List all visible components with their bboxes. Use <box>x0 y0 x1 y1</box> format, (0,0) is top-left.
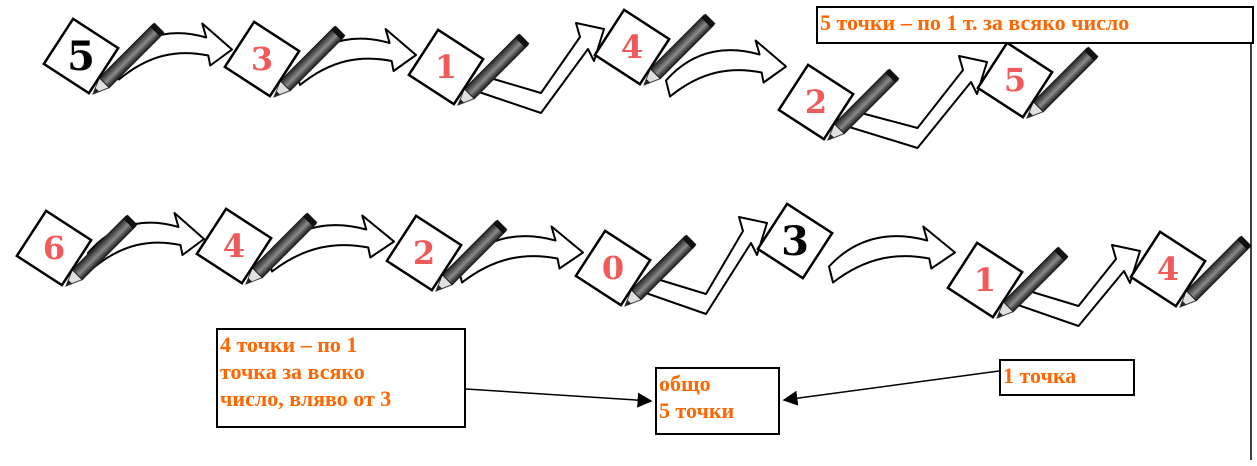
total-line-2: 5 точки <box>659 398 735 423</box>
row1-points-text: 5 точки – по 1 т. за всяко число <box>820 10 1130 35</box>
number-box-layer: 5 3 1 4 2 5 6 4 2 0 3 1 4 <box>15 8 1207 319</box>
diamond-box <box>593 8 671 86</box>
written-number: 4 <box>621 28 643 66</box>
curved-arrow-icon <box>828 225 956 284</box>
row2-box-3: 2 <box>385 214 463 292</box>
row2-box-2: 4 <box>195 207 273 285</box>
row1-box-3: 1 <box>407 28 485 106</box>
right-points-note: 1 точка <box>999 359 1135 396</box>
written-number: 3 <box>251 40 273 78</box>
diamond-box <box>195 207 273 285</box>
bent-arrow-icon <box>642 216 768 315</box>
row1-box-5: 2 <box>777 63 855 141</box>
written-number: 4 <box>223 227 245 265</box>
callout-link-layer <box>465 44 1252 460</box>
diamond-box <box>223 20 301 98</box>
diamond-box <box>976 41 1054 119</box>
right-points-text: 1 точка <box>1003 363 1077 388</box>
written-number: 4 <box>1157 250 1179 288</box>
bent-arrow-icon <box>1014 244 1141 327</box>
row2-box-6: 1 <box>946 241 1024 319</box>
left-points-line-1: 4 точки – по 1 <box>220 332 358 357</box>
diamond-box <box>777 63 855 141</box>
diamond-box <box>385 214 463 292</box>
row1-box-1: 5 <box>42 17 120 95</box>
diamond-box <box>756 202 834 280</box>
diamond-box <box>15 209 93 287</box>
written-number: 5 <box>1004 61 1026 99</box>
given-number: 5 <box>67 33 95 80</box>
diamond-box <box>946 241 1024 319</box>
bent-arrow-icon <box>475 22 605 114</box>
left-points-line-2: точка за всяко <box>220 359 365 384</box>
left-points-note: 4 точки – по 1 точка за всяко число, вля… <box>216 328 466 428</box>
left-points-line-3: число, вляво от 3 <box>220 386 392 411</box>
row1-box-4: 4 <box>593 8 671 86</box>
written-number: 6 <box>43 229 65 267</box>
given-number: 3 <box>781 218 809 265</box>
written-number: 2 <box>413 234 435 272</box>
diamond-box <box>407 28 485 106</box>
row1-box-6: 5 <box>976 41 1054 119</box>
written-number: 0 <box>602 249 624 287</box>
written-number: 1 <box>435 48 457 86</box>
diamond-box <box>574 229 652 307</box>
written-number: 2 <box>805 83 827 121</box>
row2-box-7: 4 <box>1129 230 1207 308</box>
link-arrow-right <box>782 370 1000 406</box>
row1-box-2: 3 <box>223 20 301 98</box>
written-number: 1 <box>974 261 996 299</box>
curved-arrow-icon <box>665 39 787 98</box>
bent-arrow-icon <box>845 55 988 149</box>
row2-box-1: 6 <box>15 209 93 287</box>
row1-points-note: 5 точки – по 1 т. за всяко число <box>816 6 1254 44</box>
diamond-box <box>1129 230 1207 308</box>
row2-box-5: 3 <box>756 202 834 280</box>
diamond-box <box>42 17 120 95</box>
connector-layer <box>87 22 1141 327</box>
total-points-note: общо 5 точки <box>655 367 780 435</box>
row2-box-4: 0 <box>574 229 652 307</box>
total-line-1: общо <box>659 371 711 396</box>
link-arrow-left <box>465 388 653 408</box>
